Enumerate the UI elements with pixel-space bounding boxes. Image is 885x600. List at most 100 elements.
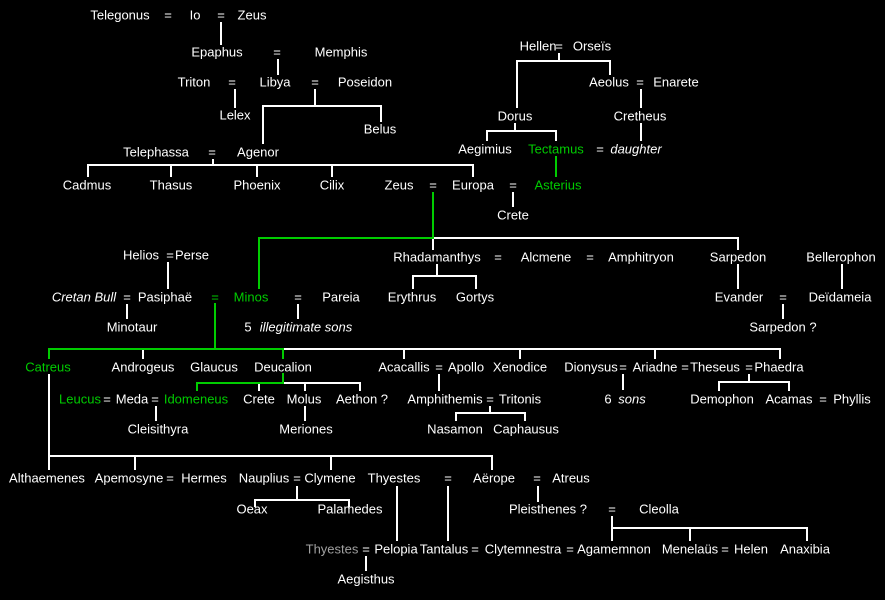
person-cilix: Cilix: [319, 177, 345, 193]
tree-connector-line: [537, 486, 539, 502]
tree-connector-line: [48, 348, 284, 350]
marriage-sign: =: [435, 359, 443, 375]
tree-connector-line: [640, 89, 642, 108]
tree-connector-line: [396, 486, 398, 541]
person-daughter: daughter: [610, 141, 662, 157]
tree-connector-line: [142, 350, 144, 359]
person-aegisthus: Aegisthus: [337, 571, 395, 587]
marriage-sign: =: [166, 247, 174, 263]
person-agenor: Agenor: [237, 144, 279, 160]
tree-connector-line: [296, 486, 298, 501]
tree-connector-line: [782, 304, 784, 319]
marriage-sign: =: [608, 501, 616, 517]
person-catreus: Catreus: [25, 359, 71, 375]
marriage-sign: =: [819, 391, 827, 407]
tree-connector-line: [254, 499, 350, 501]
tree-connector-line: [304, 384, 306, 391]
person-pelopia: Pelopia: [374, 541, 418, 557]
tree-connector-line: [748, 374, 750, 383]
person-europa: Europa: [452, 177, 494, 193]
tree-connector-line: [609, 60, 611, 75]
marriage-sign: =: [293, 470, 301, 486]
person-cadmus: Cadmus: [62, 177, 112, 193]
person-phaedra: Phaedra: [754, 359, 804, 375]
tree-connector-line: [555, 130, 557, 141]
person-thyestes: Thyestes: [367, 470, 421, 486]
tree-connector-line: [434, 237, 739, 239]
person-clytemnestra: Clytemnestra: [484, 541, 562, 557]
person-crete: Crete: [243, 391, 275, 407]
person-aeolus: Aeolus: [589, 74, 629, 90]
person-cleisithyra: Cleisithyra: [127, 421, 189, 437]
tree-connector-line: [196, 382, 284, 384]
note-illegitimate-sons: illegitimate sons: [259, 319, 353, 335]
person-tectamus: Tectamus: [528, 141, 584, 157]
tree-connector-line: [282, 373, 284, 384]
person-anaxibia: Anaxibia: [780, 541, 830, 557]
tree-connector-line: [331, 166, 333, 177]
marriage-sign: =: [103, 391, 111, 407]
tree-connector-line: [640, 123, 642, 141]
tree-connector-line: [718, 381, 720, 391]
tree-connector-line: [314, 89, 316, 106]
note-count: 5: [244, 319, 252, 335]
marriage-sign: =: [273, 44, 281, 60]
person-demophon: Demophon: [690, 391, 754, 407]
person-aegimius: Aegimius: [458, 141, 512, 157]
person-tantalus: Tantalus: [419, 541, 469, 557]
tree-connector-line: [87, 164, 89, 177]
person-libya: Libya: [259, 74, 291, 90]
person-asterius: Asterius: [534, 177, 582, 193]
tree-connector-line: [689, 529, 691, 541]
person-minos: Minos: [233, 289, 269, 305]
person-agamemnon: Agamemnon: [577, 541, 651, 557]
tree-connector-line: [611, 527, 613, 541]
person-acamas: Acamas: [765, 391, 813, 407]
tree-connector-line: [524, 412, 526, 421]
tree-connector-line: [330, 457, 332, 470]
person-idomeneus: Idomeneus: [163, 391, 229, 407]
person-nauplius: Nauplius: [238, 470, 290, 486]
tree-connector-line: [234, 89, 236, 108]
person-palamedes: Palamedes: [317, 501, 383, 517]
tree-connector-line: [304, 406, 306, 421]
tree-connector-line: [297, 304, 299, 319]
marriage-sign: =: [566, 541, 574, 557]
tree-connector-line: [516, 60, 518, 108]
tree-connector-line: [438, 374, 440, 391]
person-lelex: Lelex: [219, 107, 251, 123]
tree-connector-line: [491, 455, 493, 470]
marriage-sign: =: [151, 391, 159, 407]
marriage-sign: =: [494, 249, 502, 265]
tree-connector-line: [611, 516, 613, 528]
tree-connector-line: [475, 275, 477, 289]
person-thyestes-repeat: Thyestes: [305, 541, 359, 557]
marriage-sign: =: [123, 289, 131, 305]
person-hellen: Hellen: [519, 38, 557, 54]
tree-connector-line: [455, 412, 526, 414]
person-pareia: Pareia: [322, 289, 360, 305]
tree-connector-line: [220, 22, 222, 45]
tree-connector-line: [806, 527, 808, 541]
tree-connector-line: [436, 264, 438, 275]
tree-connector-line: [514, 123, 516, 131]
person-cretan-bull: Cretan Bull: [51, 289, 117, 305]
marriage-sign: =: [208, 144, 216, 160]
marriage-sign: =: [745, 359, 753, 375]
tree-connector-line: [403, 350, 405, 359]
person-alcmene: Alcmene: [520, 249, 572, 265]
tree-connector-line: [737, 264, 739, 289]
tree-connector-line: [262, 105, 264, 144]
tree-connector-line: [486, 130, 488, 141]
tree-connector-line: [519, 350, 521, 359]
tree-connector-line: [455, 412, 457, 421]
person-io: Io: [189, 7, 201, 23]
person-evander: Evander: [714, 289, 764, 305]
tree-connector-line: [196, 382, 198, 391]
person-molus: Molus: [286, 391, 322, 407]
tree-connector-line: [277, 59, 279, 75]
person-amphithemis: Amphithemis: [407, 391, 483, 407]
tree-connector-line: [258, 237, 434, 239]
tree-connector-line: [214, 303, 216, 349]
marriage-sign: =: [444, 470, 452, 486]
